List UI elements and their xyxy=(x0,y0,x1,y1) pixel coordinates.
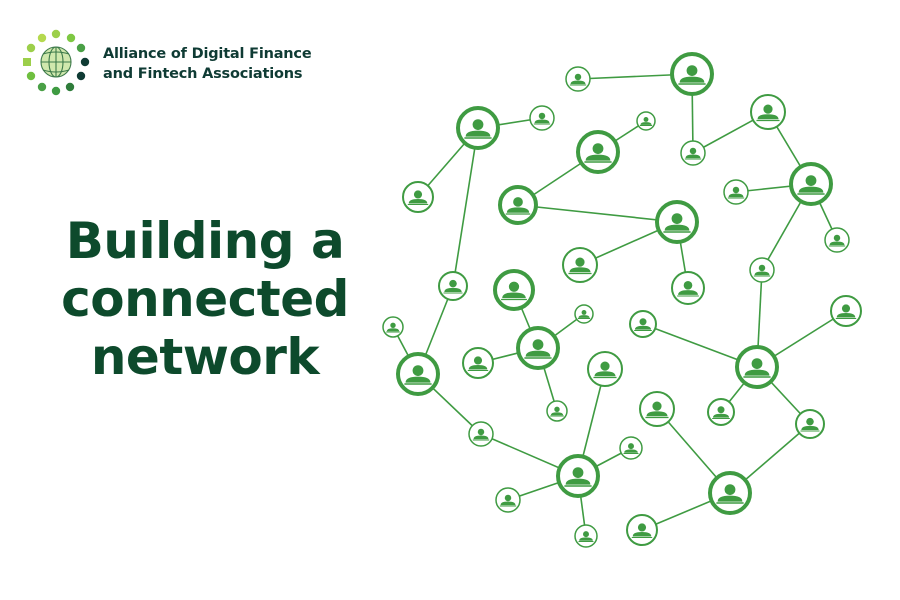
network-edges xyxy=(392,73,847,537)
person-icon xyxy=(462,347,494,379)
person-icon xyxy=(562,247,598,283)
person-icon xyxy=(574,524,598,548)
person-icon xyxy=(824,227,850,253)
headline: Building a connected network xyxy=(40,212,370,386)
headline-line2: connected xyxy=(61,270,349,328)
person-icon xyxy=(735,345,779,389)
person-icon xyxy=(516,326,560,370)
organization-name-line1: Alliance of Digital Finance xyxy=(103,46,312,62)
organization-name: Alliance of Digital Finance and Fintech … xyxy=(103,44,312,84)
person-icon xyxy=(468,421,494,447)
person-icon xyxy=(749,257,775,283)
person-icon xyxy=(680,140,706,166)
person-icon xyxy=(629,310,657,338)
person-icon xyxy=(670,52,714,96)
person-icon xyxy=(396,352,440,396)
network-edge xyxy=(452,127,479,287)
headline-line1: Building a xyxy=(65,212,345,270)
headline-line3: network xyxy=(90,328,320,386)
person-icon xyxy=(546,400,568,422)
person-icon xyxy=(626,514,658,546)
person-icon xyxy=(529,105,555,131)
person-icon xyxy=(565,66,591,92)
person-icon xyxy=(795,409,825,439)
person-icon xyxy=(574,304,594,324)
network-edge xyxy=(517,204,678,223)
person-icon xyxy=(495,487,521,513)
person-icon xyxy=(587,351,623,387)
person-icon xyxy=(655,200,699,244)
person-icon xyxy=(707,398,735,426)
person-icon xyxy=(382,316,404,338)
person-icon xyxy=(493,269,535,311)
person-icon xyxy=(636,111,656,131)
organization-logo: Alliance of Digital Finance and Fintech … xyxy=(18,26,318,100)
person-icon xyxy=(723,179,749,205)
network-nodes xyxy=(382,52,862,548)
person-icon xyxy=(830,295,862,327)
person-icon xyxy=(402,181,434,213)
person-icon xyxy=(708,471,752,515)
person-icon xyxy=(438,271,468,301)
person-icon xyxy=(456,106,500,150)
person-icon xyxy=(671,271,705,305)
person-icon xyxy=(498,185,538,225)
person-icon xyxy=(639,391,675,427)
organization-name-line2: and Fintech Associations xyxy=(103,66,303,82)
person-icon xyxy=(619,436,643,460)
globe-dots-icon xyxy=(23,29,90,96)
person-icon xyxy=(750,94,786,130)
person-icon xyxy=(556,454,600,498)
person-icon xyxy=(789,162,833,206)
person-icon xyxy=(576,130,620,174)
